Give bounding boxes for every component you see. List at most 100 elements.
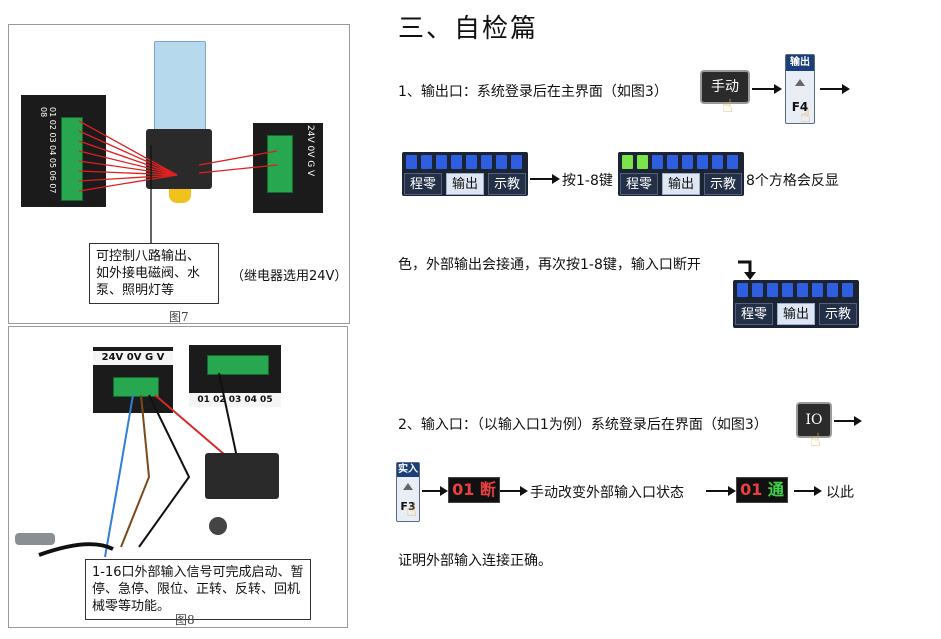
up-triangle-icon (403, 483, 413, 490)
arrow-icon (820, 84, 850, 94)
hand-pointer-icon: ☝ (406, 500, 417, 521)
output-cell (827, 283, 838, 297)
output-cell (511, 155, 522, 169)
left-terminal-numbers: 01 02 03 04 05 06 07 08 (39, 107, 57, 203)
input-state-on: 01 通 (736, 477, 788, 503)
output-cell (727, 155, 738, 169)
figure7-caption: 图7 (169, 310, 189, 324)
terminal-number-list: 01 02 03 04 05 06 07 08 (39, 107, 57, 194)
conclusion-text: 证明外部输入连接正确。 (398, 553, 552, 569)
limit-switch (205, 453, 279, 499)
hand-pointer-icon: ☝ (800, 106, 811, 127)
output-strip-reset: 程零 输出 示教 (733, 280, 859, 328)
output-cell (842, 283, 853, 297)
page-heading: 三、自检篇 (398, 14, 539, 44)
btn-shijiao[interactable]: 示教 (488, 173, 526, 195)
input-key-f: F3 (400, 500, 416, 513)
callout-line: 1-16口外部输入信号可完成启动、暂 (92, 565, 304, 580)
terminal-numbers-text: 01 02 03 04 05 (197, 395, 273, 405)
arrow-icon (422, 486, 448, 496)
callout-line: 停、急停、限位、正转、反转、回机 (92, 582, 301, 597)
callout-line: 可控制八路输出、 (96, 249, 201, 264)
callout-line: 如外接电磁阀、水 (96, 266, 201, 281)
io-key[interactable]: IO (796, 402, 832, 438)
output-cell (481, 155, 492, 169)
wiring-svg (78, 120, 278, 243)
right-terminal-label: 24V 0V G V (305, 125, 315, 177)
output-cell (652, 155, 663, 169)
output-key[interactable]: 输出 F4 (785, 54, 815, 124)
output-strip-before: 程零 输出 示教 (402, 152, 528, 196)
section2-line1: 2、输入口：（以输入口1为例）系统登录后在界面（如图3） (398, 417, 768, 433)
relay-base (146, 129, 212, 189)
btn-shijiao[interactable]: 示教 (819, 303, 857, 325)
output-cell (767, 283, 778, 297)
btn-chengling[interactable]: 程零 (620, 173, 658, 195)
output-cell (436, 155, 447, 169)
output-cell (682, 155, 693, 169)
press-text: 按1-8键 (562, 173, 613, 189)
callout-line: 械零等功能。 (92, 599, 171, 614)
callout-line: 泵、照明灯等 (96, 283, 175, 298)
tail-text: 以此 (826, 485, 854, 501)
manual-key[interactable]: 手动 (700, 70, 750, 104)
arrow-icon (500, 486, 528, 496)
output-cell-active (622, 155, 633, 169)
right-green-terminal (207, 355, 269, 375)
output-cell (421, 155, 432, 169)
btn-chengling[interactable]: 程零 (735, 303, 773, 325)
output-cell (782, 283, 793, 297)
relay-note: （继电器选用24V） (231, 269, 348, 284)
arrow-icon (834, 416, 862, 426)
output-key-f: F4 (791, 100, 809, 114)
output-cell (712, 155, 723, 169)
output-cell (812, 283, 823, 297)
output-cell (752, 283, 763, 297)
arrow-icon (530, 174, 560, 184)
after-text: 8个方格会反显 (746, 173, 839, 189)
arrow-icon (794, 486, 822, 496)
figure-8: 24V 0V G V 01 02 03 04 05 1-16口外部输入信号可完成… (8, 326, 348, 628)
input-key-label: 实入 (397, 463, 419, 477)
output-cell (667, 155, 678, 169)
section1-line3: 色，外部输出会接通，再次按1-8键，输入口断开 (398, 257, 701, 273)
hand-pointer-icon: ☝ (810, 430, 821, 451)
btn-shijiao[interactable]: 示教 (704, 173, 742, 195)
left-terminal-strip-label: 24V 0V G V (93, 351, 173, 365)
input-key[interactable]: 实入 F3 (396, 462, 420, 522)
hand-pointer-icon: ☝ (722, 96, 733, 117)
right-terminal-numbers: 01 02 03 04 05 (189, 393, 281, 407)
figure-7: 01 02 03 04 05 06 07 08 24V 0V G V 可控制八路… (8, 24, 350, 324)
proximity-sensor (15, 533, 55, 545)
btn-shuchu[interactable]: 输出 (777, 303, 815, 325)
arrow-icon (752, 84, 782, 94)
section1-line1: 1、输出口：系统登录后在主界面（如图3） (398, 84, 668, 100)
output-cell (406, 155, 417, 169)
bent-arrow-icon (738, 260, 756, 280)
btn-chengling[interactable]: 程零 (404, 173, 442, 195)
figure8-callout: 1-16口外部输入信号可完成启动、暂 停、急停、限位、正转、反转、回机 械零等功… (85, 559, 311, 620)
btn-shuchu[interactable]: 输出 (662, 173, 700, 195)
state-text: 断 (479, 480, 496, 499)
state-num: 01 (740, 480, 763, 499)
output-cell (451, 155, 462, 169)
output-cell (797, 283, 808, 297)
relay-body (154, 41, 206, 131)
figure8-caption: 图8 (175, 613, 195, 627)
state-text-on: 通 (767, 480, 784, 499)
output-strip-after: 程零 输出 示教 (618, 152, 744, 196)
up-triangle-icon (795, 79, 805, 86)
output-cell (496, 155, 507, 169)
input-state-off: 01 断 (448, 477, 500, 503)
middle-text: 手动改变外部输入口状态 (530, 485, 684, 501)
relay-knob (169, 189, 191, 203)
output-cell (737, 283, 748, 297)
btn-shuchu[interactable]: 输出 (446, 173, 484, 195)
state-num: 01 (452, 480, 475, 499)
left-green-terminal (113, 377, 159, 397)
output-cell (466, 155, 477, 169)
left-green-terminal (61, 117, 83, 201)
arrow-icon (706, 486, 736, 496)
figure7-callout: 可控制八路输出、 如外接电磁阀、水 泵、照明灯等 (89, 243, 219, 304)
output-key-label: 输出 (786, 55, 814, 71)
